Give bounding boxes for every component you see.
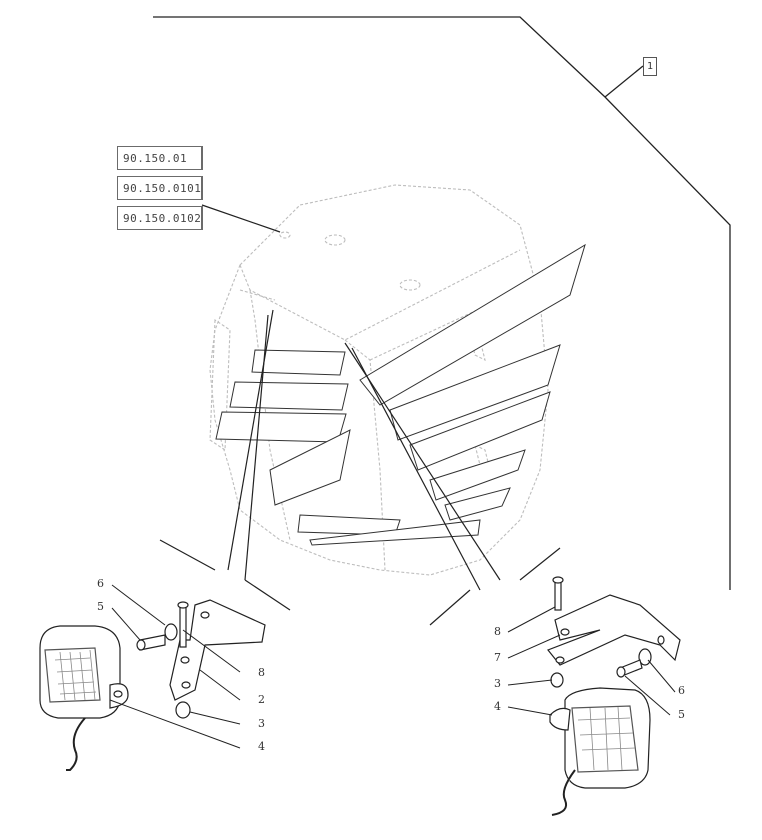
callout-right-6: 6 (678, 684, 685, 697)
reference-box-3[interactable]: 90.150.0102 (117, 206, 203, 230)
cab-windows (215, 243, 586, 546)
right-lamp-assembly (547, 576, 681, 816)
callout-right-3: 3 (494, 677, 501, 690)
callout-right-8: 8 (494, 625, 501, 638)
callout-left-5: 5 (97, 600, 104, 613)
assembly-tag[interactable]: 1 (643, 57, 657, 76)
callout-left-3: 3 (258, 717, 265, 730)
callout-left-4: 4 (258, 740, 265, 753)
callout-right-4: 4 (494, 700, 501, 713)
reference-box-2[interactable]: 90.150.0101 (117, 176, 203, 200)
callout-left-6: 6 (97, 577, 104, 590)
reference-box-1[interactable]: 90.150.01 (117, 146, 203, 170)
left-lamp-assembly (39, 599, 266, 771)
callout-right-7: 7 (494, 651, 501, 664)
callout-left-8: 8 (258, 666, 265, 679)
callout-left-2: 2 (258, 693, 265, 706)
callout-right-5: 5 (678, 708, 685, 721)
